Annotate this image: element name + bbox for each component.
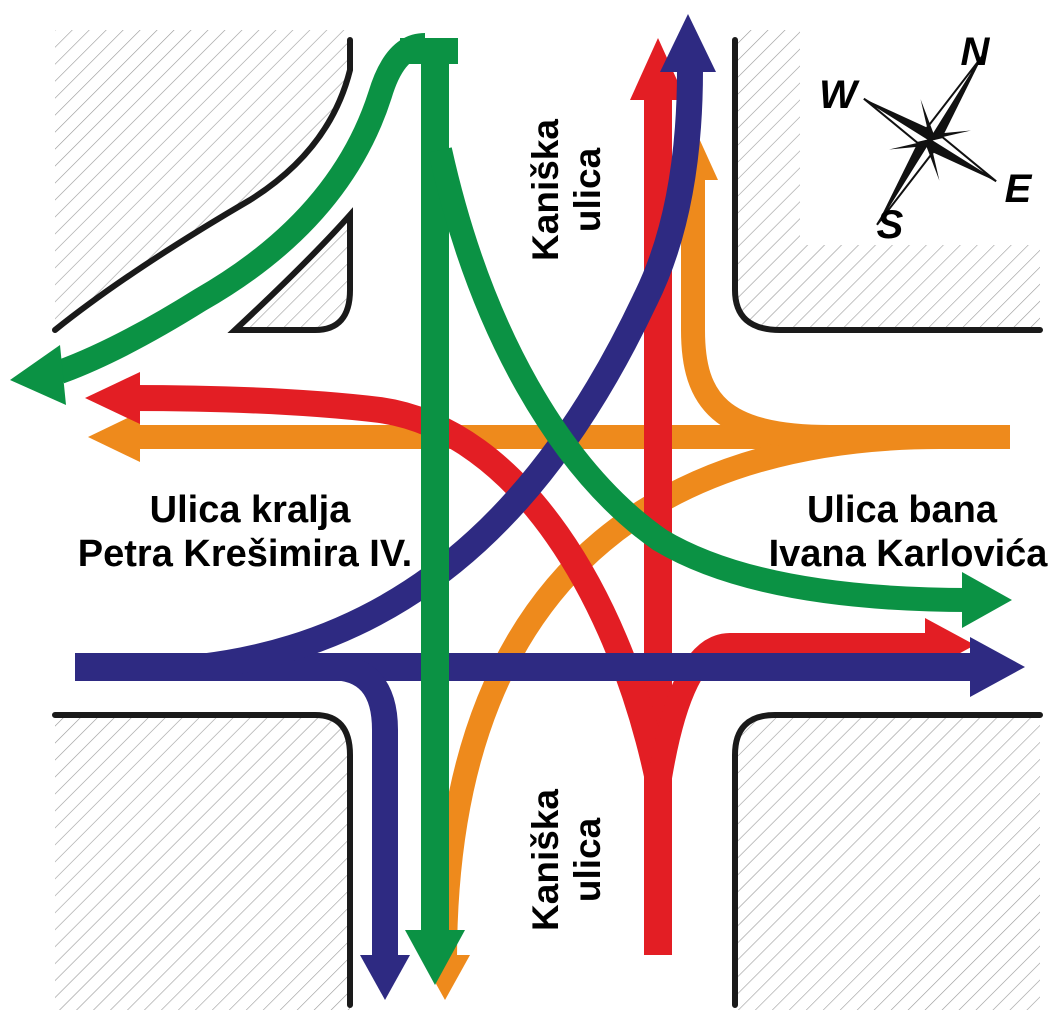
compass-star	[863, 54, 997, 226]
orange-flow-left	[433, 425, 941, 961]
blue-arrowhead-north	[660, 14, 716, 72]
south-street-label-line2: ulica	[567, 817, 608, 902]
east-street-label-line1: Ulica bana	[807, 489, 998, 531]
kerb-south-east	[732, 712, 1043, 1008]
kerb-north-west	[52, 37, 353, 333]
traffic-flows	[10, 14, 1025, 1000]
street-labels: Ulica kralja Petra Krešimira IV. Ulica b…	[78, 119, 1049, 931]
blue-arrowhead-south	[360, 955, 410, 1000]
south-street-label-line1: Kaniška	[525, 789, 566, 931]
north-street-label-line2: ulica	[567, 147, 608, 232]
blue-arrowhead-east	[970, 637, 1025, 697]
kerb-south-west	[52, 712, 353, 1008]
kerb-island	[227, 207, 353, 333]
red-arrowhead-north	[630, 38, 686, 100]
compass-south-label: S	[877, 203, 904, 247]
green-arrowhead-west	[10, 345, 66, 405]
blue-flow-right	[329, 654, 398, 960]
orange-flow-right	[681, 175, 831, 449]
green-arrowhead-south	[405, 930, 465, 985]
orange-arrowhead-west	[88, 412, 140, 462]
green-flow-top-cap	[400, 38, 458, 64]
compass-east-label: E	[1005, 167, 1033, 211]
island-north-west	[235, 215, 350, 330]
east-street-label-line2: Ivana Karlovića	[769, 533, 1049, 575]
compass-rose: N W E S	[819, 30, 1033, 247]
compass-west-label: W	[819, 73, 860, 117]
blue-flow-left	[198, 69, 703, 680]
block-north-west	[55, 30, 350, 330]
compass-north-label: N	[961, 30, 991, 74]
north-street-label-line1: Kaniška	[525, 119, 566, 261]
red-arrowhead-west	[85, 372, 140, 424]
green-flow-right	[55, 33, 427, 384]
green-arrowhead-east	[962, 572, 1012, 628]
west-street-label-line1: Ulica kralja	[150, 489, 352, 531]
kerb-lines	[52, 37, 1043, 1008]
block-south-east	[735, 715, 1040, 1010]
building-blocks	[55, 30, 1040, 1010]
block-south-west	[55, 715, 350, 1010]
kerb-north-east	[732, 37, 1043, 333]
west-street-label-line2: Petra Krešimira IV.	[78, 533, 412, 575]
green-flow-left	[428, 147, 971, 612]
